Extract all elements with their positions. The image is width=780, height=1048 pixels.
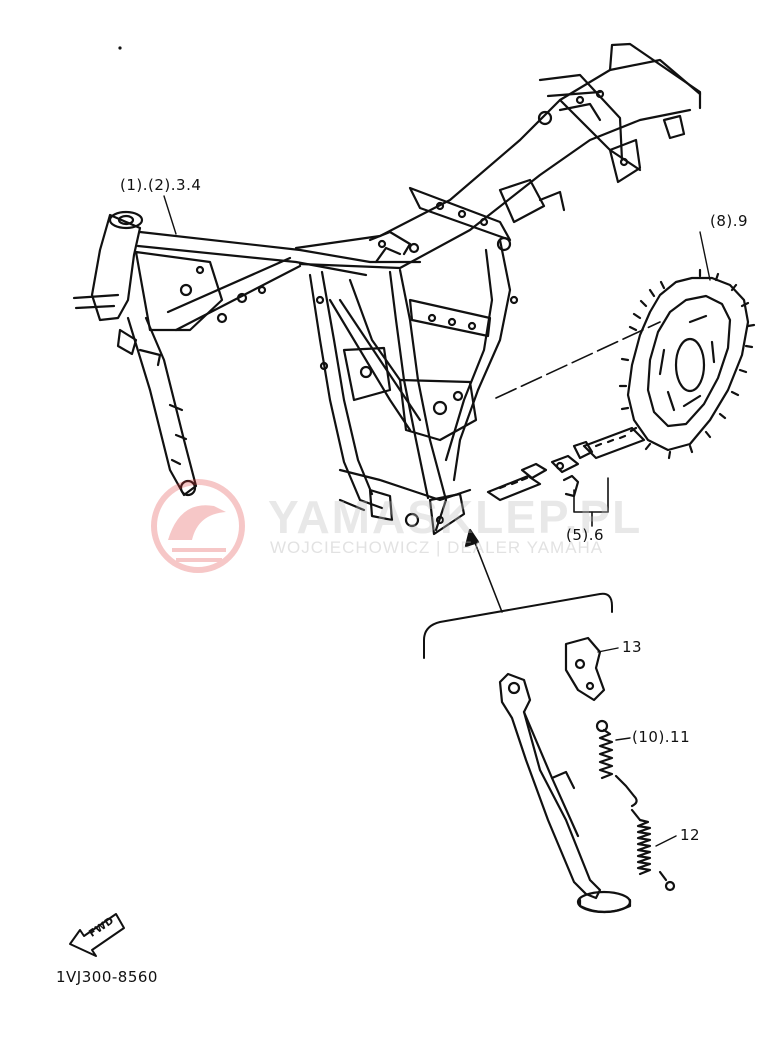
sidestand-drawing <box>498 672 632 914</box>
watermark-logo <box>151 479 245 573</box>
label-sprocket: (8).9 <box>710 212 749 230</box>
spring-a-drawing <box>595 719 638 808</box>
fwd-arrow-icon <box>69 913 125 957</box>
chain-drawing <box>486 426 646 502</box>
label-spring-b: 12 <box>680 826 701 844</box>
label-spring-a: (10).11 <box>632 728 691 746</box>
frame-drawing <box>72 42 702 536</box>
plate-drawing <box>564 636 619 702</box>
sprocket-drawing <box>618 268 756 460</box>
spring-b-drawing <box>630 808 677 892</box>
watermark-title: YAMASKLEP.PL <box>268 491 643 543</box>
watermark-subtitle: WOJCIECHOWICZ | DEALER YAMAHA <box>270 538 604 557</box>
label-frame: (1).(2).3.4 <box>120 176 202 194</box>
label-plate: 13 <box>622 638 643 656</box>
label-chain: (5).6 <box>566 526 605 544</box>
diagram-code: 1VJ300-8560 <box>56 968 158 986</box>
